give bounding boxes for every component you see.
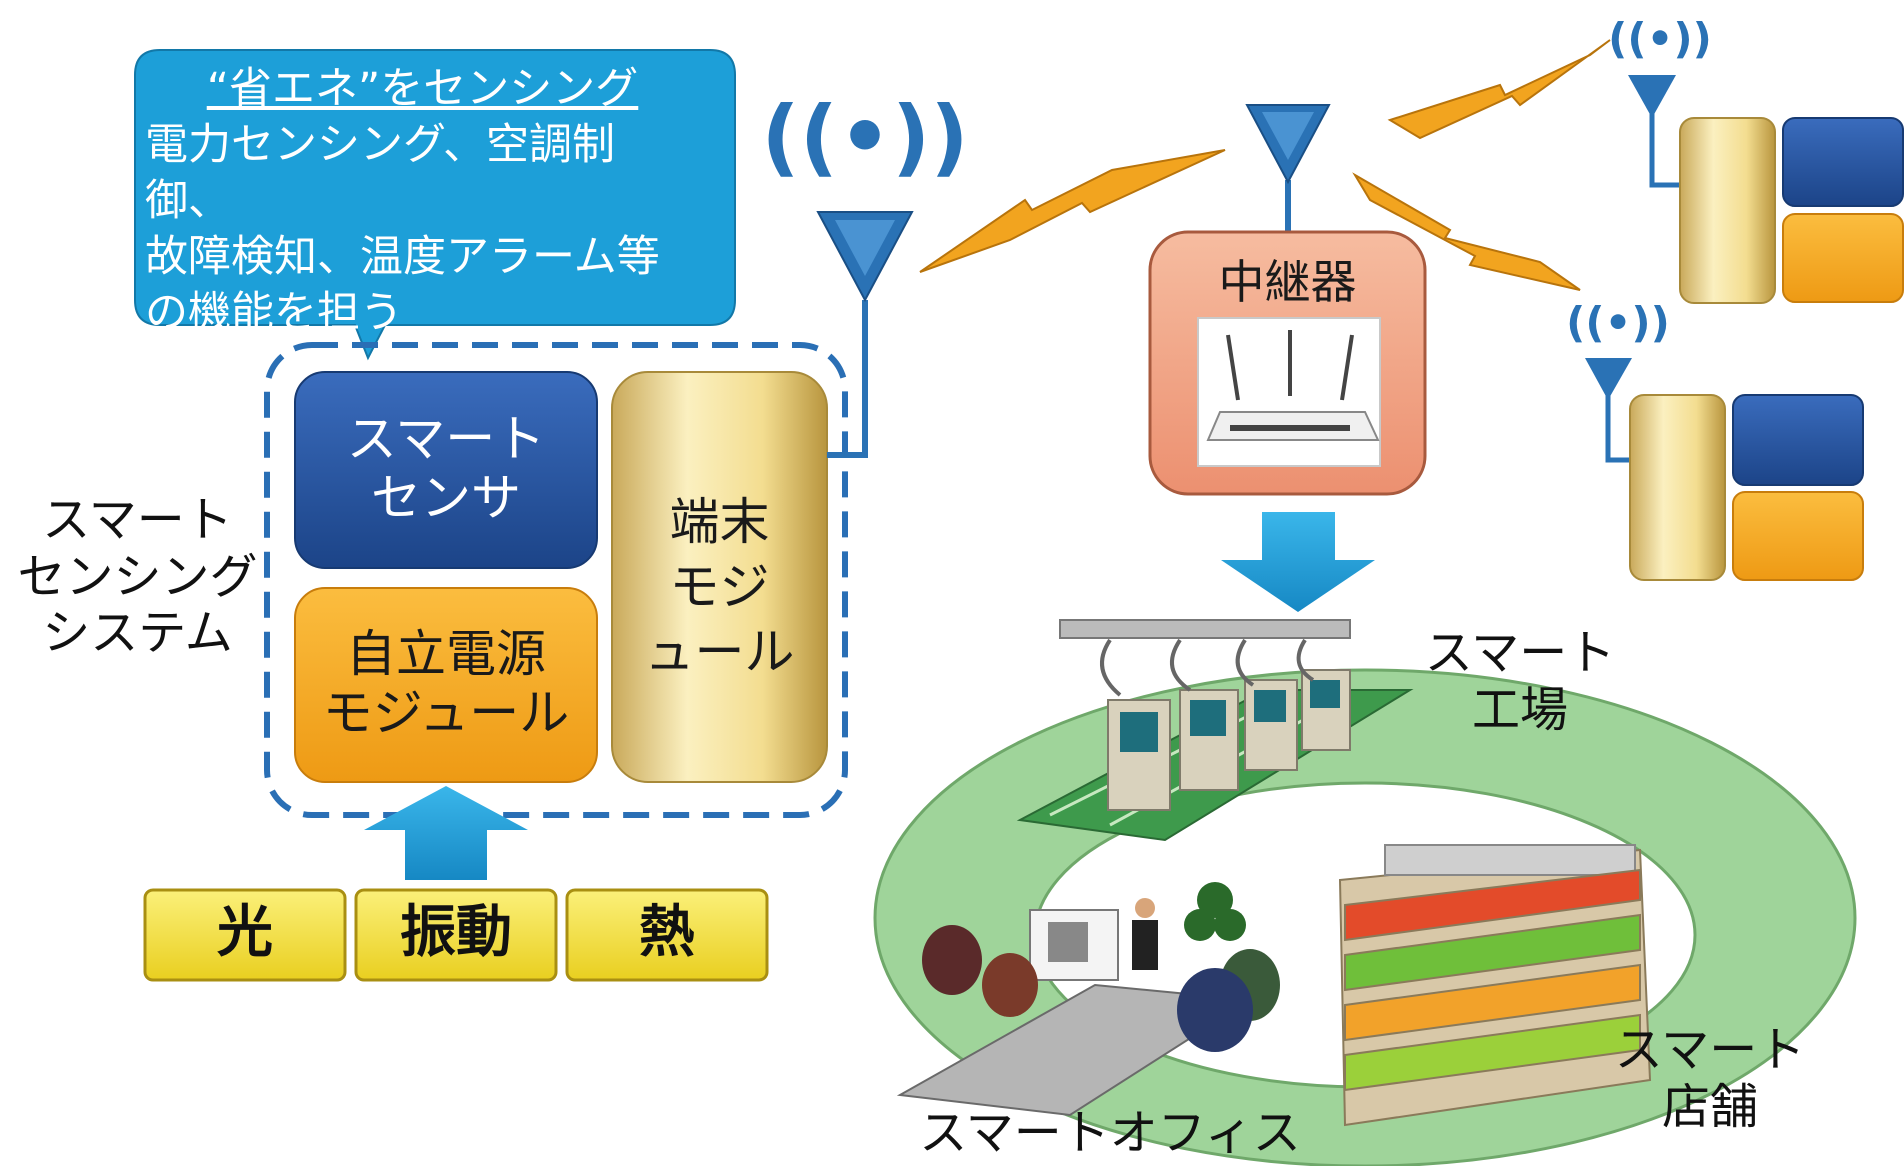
callout-heading: “省エネ”をセンシング: [206, 64, 639, 114]
terminal-module-label: 端末 モジ ュール: [644, 493, 795, 681]
smart-store-label: スマート 店舗: [1614, 1022, 1806, 1135]
smart-office-label: スマートオフィス: [919, 1105, 1301, 1161]
smart-sensor-label: スマート センサ: [346, 410, 546, 527]
energy-source-heat: 熱: [639, 900, 695, 965]
callout-body: 電力センシング、空調制御、 故障検知、温度アラーム等 の機能を担う: [145, 119, 660, 338]
relay-down-arrow: [1221, 512, 1375, 612]
power-module-label: 自立電源 モジュール: [322, 625, 570, 742]
factory-illustration: [1016, 619, 1414, 842]
relay-label: 中継器: [1218, 255, 1357, 309]
wireless-symbol-large: ((•)): [761, 88, 969, 186]
energy-source-boxes: [143, 888, 769, 982]
callout-bubble: [134, 49, 736, 361]
power-module-block: [294, 587, 598, 783]
system-label: スマート センシング システム: [17, 492, 258, 662]
energy-source-vibration: 振動: [400, 900, 512, 965]
store-illustration: [1338, 844, 1652, 1127]
system-boundary: [264, 342, 848, 818]
terminal-antenna-icon: [816, 211, 914, 458]
wireless-bolt-icons: [919, 39, 1611, 291]
terminal-module-block: [611, 371, 828, 783]
wireless-symbol-node-2: ((•)): [1566, 298, 1670, 347]
callout-text: “省エネ”をセンシング 電力センシング、空調制御、 故障検知、温度アラーム等 の…: [145, 62, 700, 341]
relay-antenna-icon: [1245, 104, 1331, 232]
remote-node-1: [1628, 75, 1904, 304]
remote-node-2: [1585, 358, 1864, 581]
energy-up-arrow: [364, 786, 528, 880]
smart-factory-label: スマート 工場: [1424, 625, 1616, 738]
router-icon: [1197, 317, 1381, 467]
energy-source-light: 光: [217, 900, 273, 965]
smart-sensor-block: [294, 371, 598, 569]
wireless-symbol-node-1: ((•)): [1608, 14, 1712, 63]
office-illustration: [896, 882, 1280, 1117]
